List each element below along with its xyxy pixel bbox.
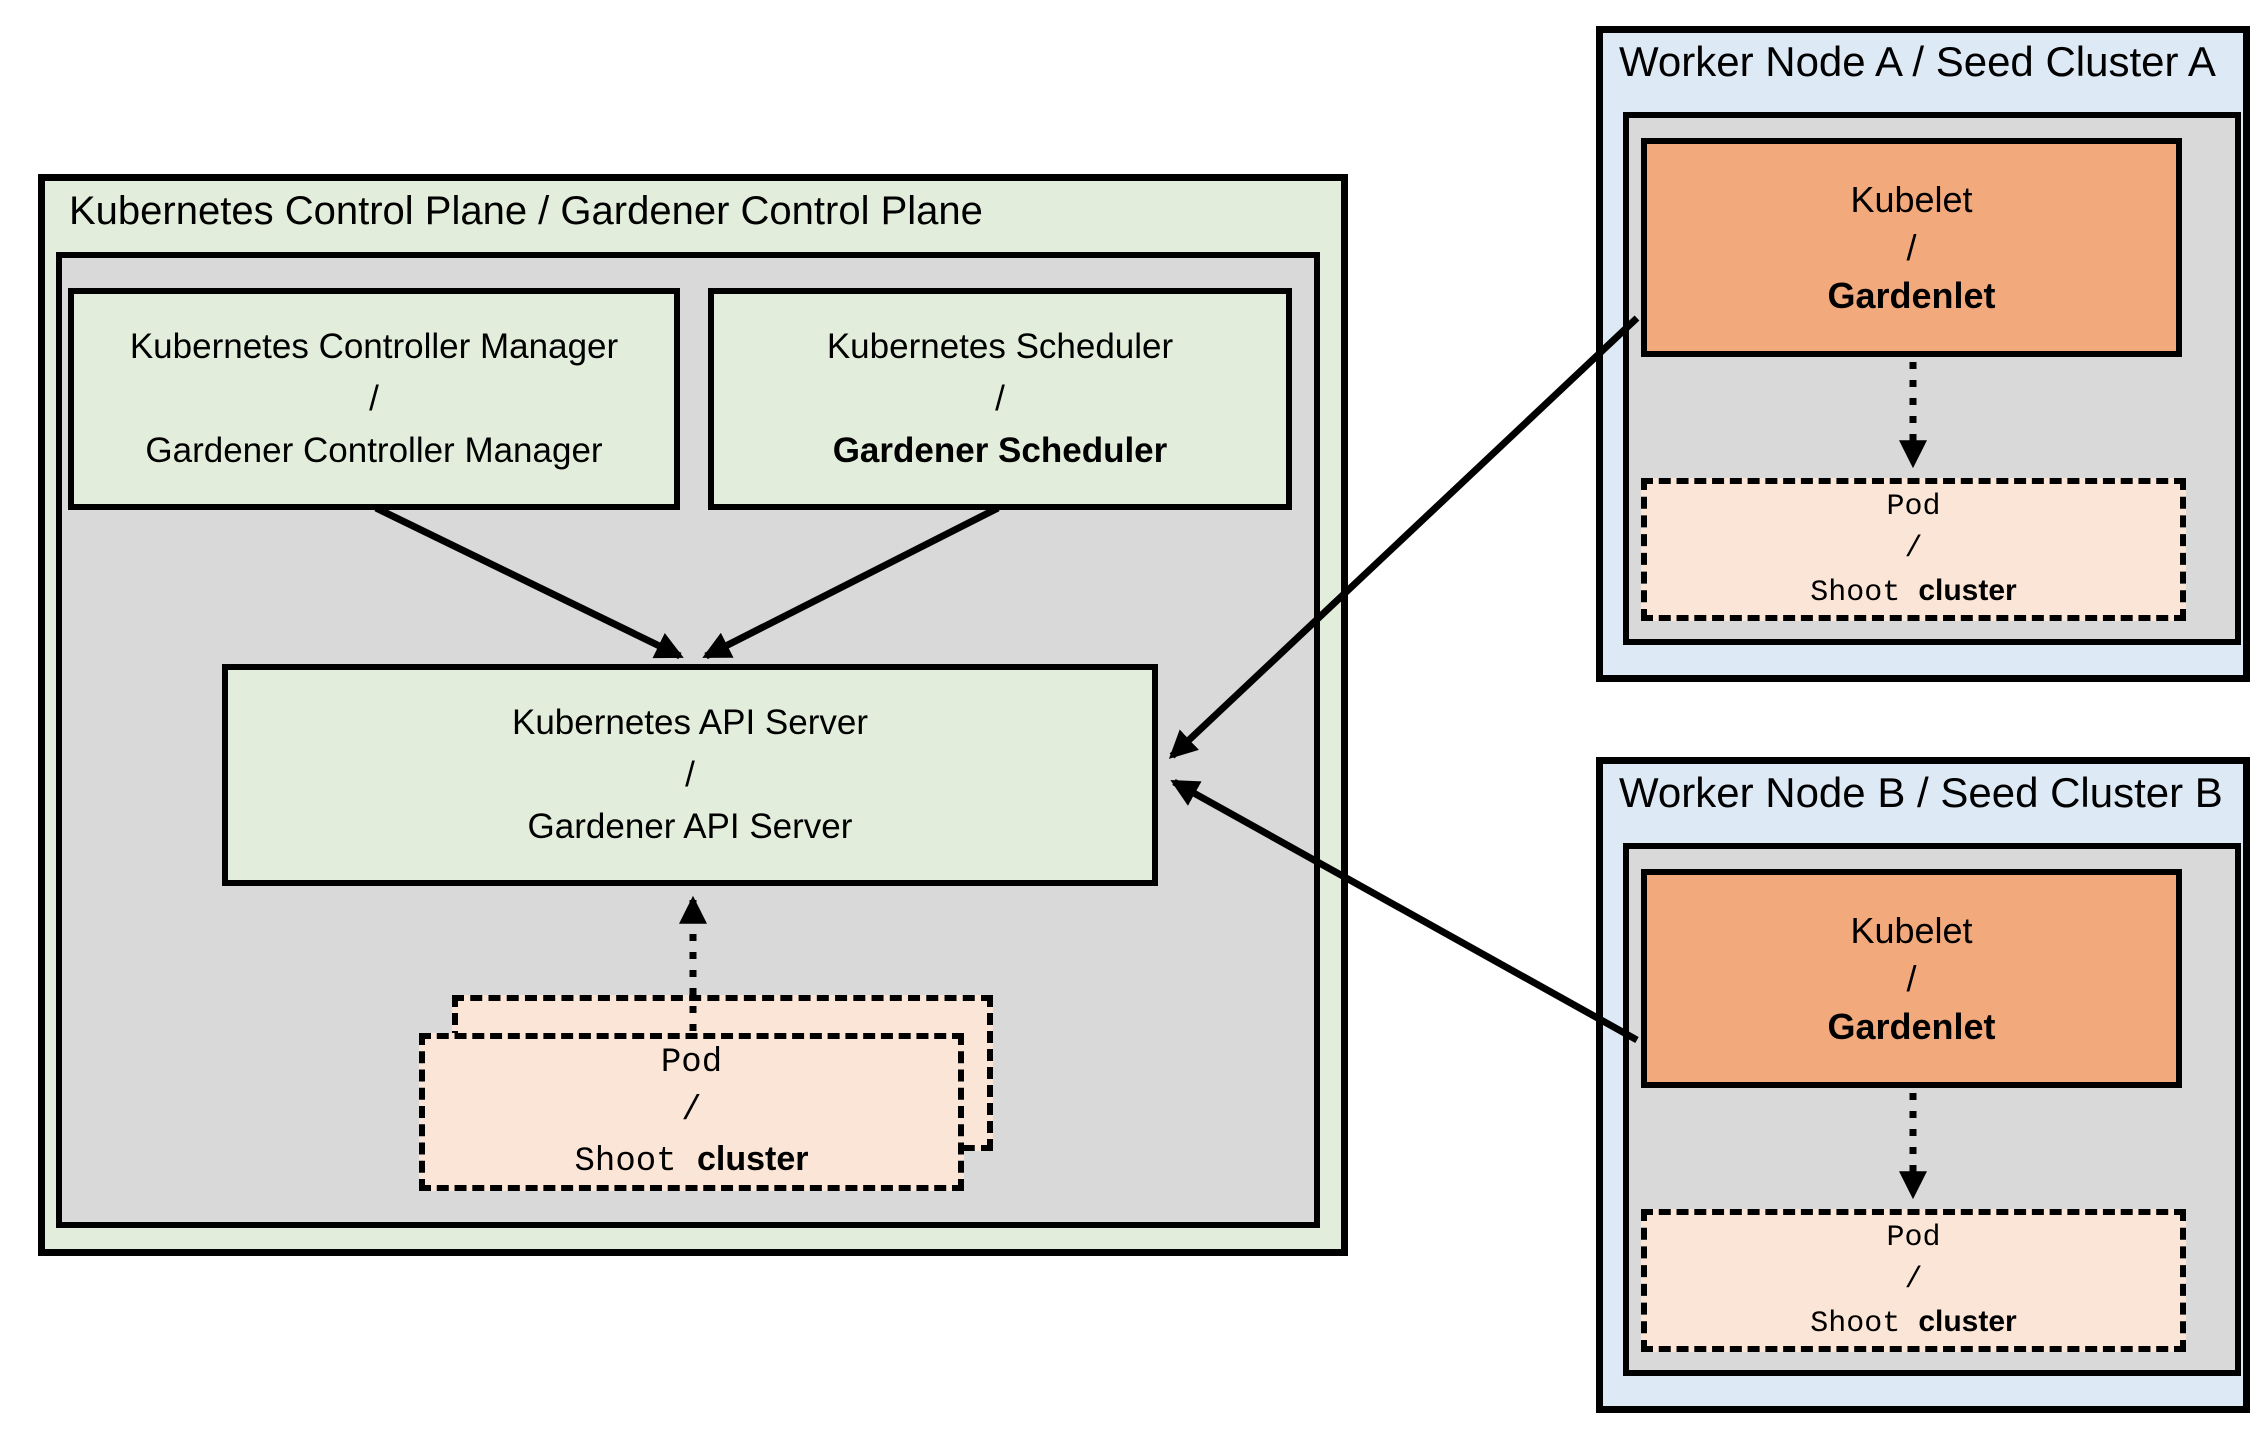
controller-manager-box: Kubernetes Controller Manager / Gardener… [68, 288, 680, 510]
kubelet-b-line1: Kubelet [1850, 909, 1973, 951]
control-plane-title: Kubernetes Control Plane / Gardener Cont… [69, 189, 983, 233]
worker-node-a-title: Worker Node A / Seed Cluster A [1619, 38, 2216, 85]
api-server-separator: / [685, 755, 695, 794]
pod-b-separator: / [1904, 1262, 1923, 1297]
pod-stack-front-box: Pod / Shoot cluster [419, 1033, 964, 1191]
kubelet-a-line1: Kubelet [1850, 178, 1973, 220]
controller-manager-separator: / [369, 379, 379, 418]
controller-manager-line2: Gardener Controller Manager [145, 431, 603, 470]
pod-b-line1: Pod [1886, 1220, 1941, 1255]
kubelet-a-separator: / [1906, 226, 1917, 268]
kubelet-b-line2: Gardenlet [1827, 1005, 1996, 1047]
kubelet-a-line2: Gardenlet [1827, 274, 1996, 316]
scheduler-separator: / [995, 379, 1005, 418]
pod-stack-separator: / [681, 1091, 702, 1130]
scheduler-line2: Gardener Scheduler [832, 431, 1168, 470]
pod-stack-line1: Pod [660, 1043, 723, 1082]
api-server-line2: Gardener API Server [527, 807, 853, 846]
api-server-line1: Kubernetes API Server [511, 703, 869, 742]
pod-a-separator: / [1904, 531, 1923, 566]
api-server-box: Kubernetes API Server / Gardener API Ser… [222, 664, 1158, 886]
scheduler-line1: Kubernetes Scheduler [826, 327, 1174, 366]
pod-b-box: Pod / Shoot cluster [1641, 1209, 2186, 1352]
scheduler-box: Kubernetes Scheduler / Gardener Schedule… [708, 288, 1292, 510]
worker-node-b-title: Worker Node B / Seed Cluster B [1619, 769, 2223, 816]
pod-a-line2: Shoot cluster [1810, 573, 2017, 610]
kubelet-b-separator: / [1906, 957, 1917, 999]
kubelet-b-box: Kubelet / Gardenlet [1641, 869, 2182, 1088]
kubelet-a-box: Kubelet / Gardenlet [1641, 138, 2182, 357]
controller-manager-line1: Kubernetes Controller Manager [129, 327, 619, 366]
pod-a-line1: Pod [1886, 489, 1941, 524]
pod-stack-line2: Shoot cluster [574, 1139, 809, 1181]
pod-a-box: Pod / Shoot cluster [1641, 478, 2186, 621]
pod-b-line2: Shoot cluster [1810, 1304, 2017, 1341]
